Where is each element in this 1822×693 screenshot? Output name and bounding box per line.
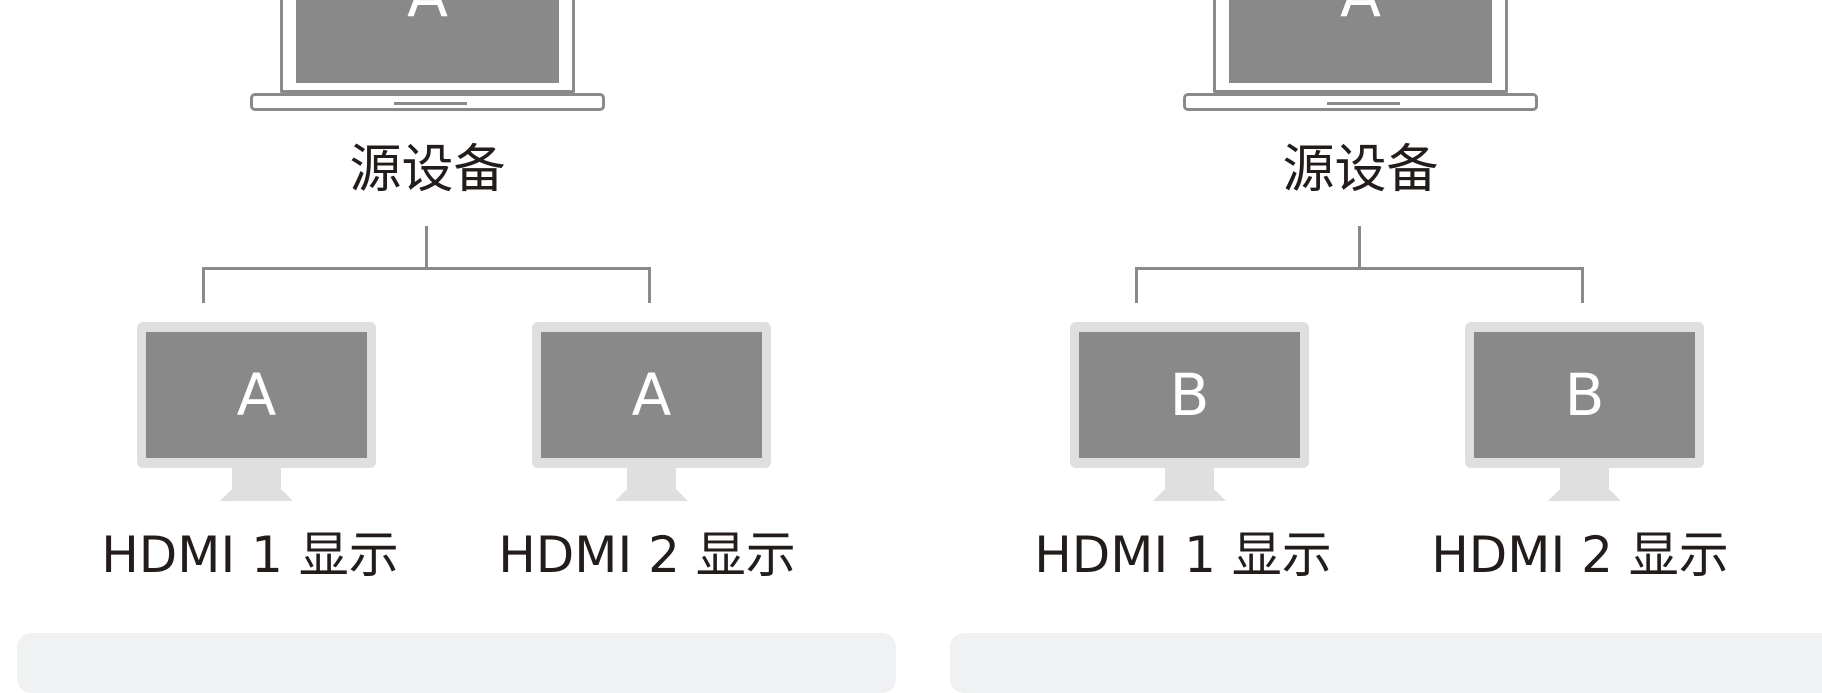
monitor-screen: B (1474, 332, 1695, 458)
monitor-screen: B (1079, 332, 1300, 458)
connector-bar (202, 267, 651, 270)
monitor-foot (1153, 490, 1226, 501)
laptop-notch (394, 102, 467, 105)
laptop-screen-letter: A (296, 0, 559, 36)
monitor-screen-letter: B (1169, 361, 1210, 429)
connector-drop-left (202, 267, 205, 303)
source-device-label: 源设备 (1282, 140, 1439, 200)
monitor-hdmi2-icon: B (1465, 322, 1704, 501)
monitor-foot (615, 490, 688, 501)
monitor-screen: A (541, 332, 762, 458)
laptop-lid: A (280, 0, 575, 93)
monitor-neck (627, 468, 676, 490)
caption-card (950, 633, 1822, 693)
monitor-screen-letter: B (1564, 361, 1605, 429)
monitor-bezel: B (1465, 322, 1704, 468)
connector-drop-left (1135, 267, 1138, 303)
right-diagram-panel: A 源设备 B B HDMI 1 显示 HDMI 2 显示 (933, 0, 1822, 693)
laptop-screen-letter: A (1229, 0, 1492, 36)
source-laptop-icon: A (250, 0, 605, 113)
laptop-screen: A (296, 0, 559, 83)
monitor-foot (1548, 490, 1621, 501)
monitor-hdmi2-icon: A (532, 322, 771, 501)
monitor-hdmi1-icon: A (137, 322, 376, 501)
connector-stem (1358, 226, 1361, 269)
monitor-bezel: B (1070, 322, 1309, 468)
monitor-screen-letter: A (236, 361, 277, 429)
monitor-bezel: A (137, 322, 376, 468)
laptop-notch (1327, 102, 1400, 105)
laptop-screen: A (1229, 0, 1492, 83)
source-laptop-icon: A (1183, 0, 1538, 113)
hdmi1-display-label: HDMI 1 显示 (101, 526, 399, 584)
caption-card (17, 633, 896, 693)
connector-drop-right (648, 267, 651, 303)
left-diagram-panel: A 源设备 A A HDMI 1 显示 HDMI 2 显示 (0, 0, 911, 693)
hdmi2-display-label: HDMI 2 显示 (1431, 526, 1729, 584)
monitor-screen: A (146, 332, 367, 458)
monitor-foot (220, 490, 293, 501)
laptop-base (250, 93, 605, 111)
hdmi1-display-label: HDMI 1 显示 (1034, 526, 1332, 584)
monitor-hdmi1-icon: B (1070, 322, 1309, 501)
connector-drop-right (1581, 267, 1584, 303)
hdmi2-display-label: HDMI 2 显示 (498, 526, 796, 584)
laptop-lid: A (1213, 0, 1508, 93)
connector-stem (425, 226, 428, 269)
connector-bar (1135, 267, 1584, 270)
monitor-neck (1165, 468, 1214, 490)
source-device-label: 源设备 (349, 140, 506, 200)
monitor-neck (232, 468, 281, 490)
monitor-neck (1560, 468, 1609, 490)
monitor-bezel: A (532, 322, 771, 468)
laptop-base (1183, 93, 1538, 111)
monitor-screen-letter: A (631, 361, 672, 429)
